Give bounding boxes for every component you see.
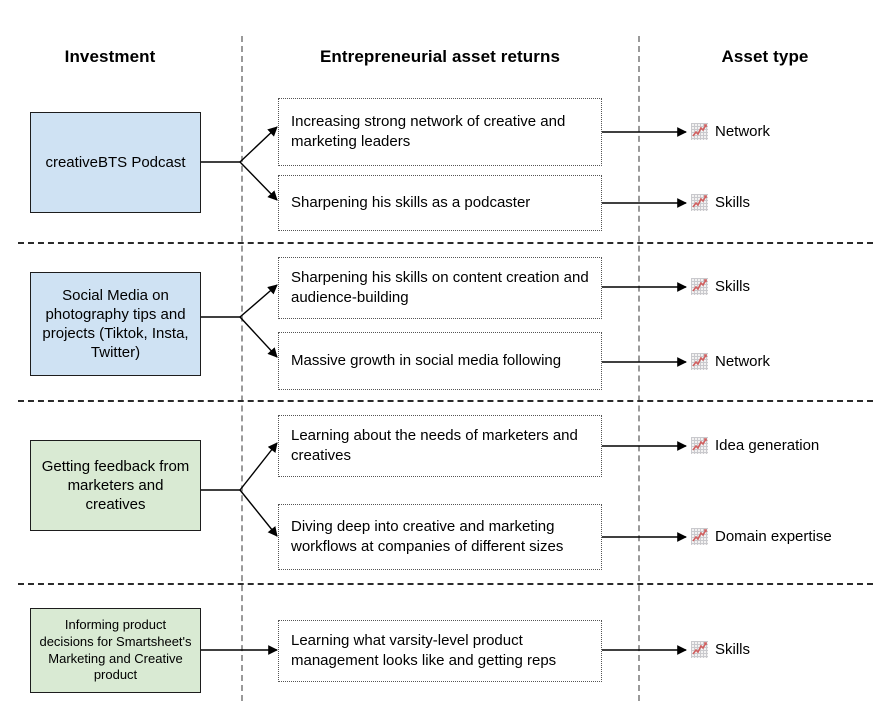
return-box-1-2[interactable]: Sharpening his skills as a podcaster <box>278 175 602 231</box>
asset-type-3-1-label: Idea generation <box>715 437 820 454</box>
asset-type-3-2[interactable]: Domain expertise <box>691 528 832 545</box>
investment-box-1[interactable]: creativeBTS Podcast <box>30 112 201 213</box>
chart-increasing-icon <box>691 528 708 545</box>
investment-box-4-label: Informing product decisions for Smartshe… <box>39 617 192 683</box>
row-separator-3 <box>18 583 873 585</box>
chart-increasing-icon <box>691 123 708 140</box>
asset-type-4-1[interactable]: Skills <box>691 641 750 658</box>
return-box-2-2[interactable]: Massive growth in social media following <box>278 332 602 390</box>
return-box-1-1[interactable]: Increasing strong network of creative an… <box>278 98 602 166</box>
investment-box-4[interactable]: Informing product decisions for Smartshe… <box>30 608 201 693</box>
vertical-divider-right <box>638 36 640 701</box>
column-header-returns: Entrepreneurial asset returns <box>319 47 561 66</box>
return-box-2-1[interactable]: Sharpening his skills on content creatio… <box>278 257 602 319</box>
asset-type-1-1[interactable]: Network <box>691 123 770 140</box>
asset-type-3-2-label: Domain expertise <box>715 528 832 545</box>
chart-increasing-icon <box>691 641 708 658</box>
investment-box-3[interactable]: Getting feedback from marketers and crea… <box>30 440 201 531</box>
vertical-divider-left <box>241 36 243 701</box>
return-box-2-1-label: Sharpening his skills on content creatio… <box>291 268 589 306</box>
return-box-3-1[interactable]: Learning about the needs of marketers an… <box>278 415 602 477</box>
investment-box-2-label: Social Media on photography tips and pro… <box>42 286 189 362</box>
return-box-2-2-label: Massive growth in social media following <box>291 351 562 369</box>
asset-type-3-1[interactable]: Idea generation <box>691 437 819 454</box>
return-box-1-2-label: Sharpening his skills as a podcaster <box>291 193 531 211</box>
return-box-4-1[interactable]: Learning what varsity-level product mana… <box>278 620 602 682</box>
asset-type-4-1-label: Skills <box>715 641 751 658</box>
asset-type-1-2[interactable]: Skills <box>691 194 750 211</box>
chart-increasing-icon <box>691 353 708 370</box>
row-separator-2 <box>18 400 873 402</box>
return-box-4-1-label: Learning what varsity-level product mana… <box>291 631 557 669</box>
asset-type-1-1-label: Network <box>715 123 771 140</box>
asset-type-2-1[interactable]: Skills <box>691 278 750 295</box>
investment-box-1-label: creativeBTS Podcast <box>45 153 186 171</box>
investment-box-3-label: Getting feedback from marketers and crea… <box>41 457 190 514</box>
chart-increasing-icon <box>691 278 708 295</box>
investment-box-2[interactable]: Social Media on photography tips and pro… <box>30 272 201 376</box>
chart-increasing-icon <box>691 437 708 454</box>
asset-type-2-1-label: Skills <box>715 278 751 295</box>
column-header-investment: Investment <box>64 47 156 66</box>
return-box-3-2[interactable]: Diving deep into creative and marketing … <box>278 504 602 570</box>
chart-increasing-icon <box>691 194 708 211</box>
asset-type-2-2[interactable]: Network <box>691 353 770 370</box>
column-header-asset-type: Asset type <box>721 47 809 66</box>
row-separator-1 <box>18 242 873 244</box>
return-box-1-1-label: Increasing strong network of creative an… <box>291 112 566 150</box>
asset-type-2-2-label: Network <box>715 353 771 370</box>
return-box-3-2-label: Diving deep into creative and marketing … <box>291 517 564 555</box>
return-box-3-1-label: Learning about the needs of marketers an… <box>291 426 578 464</box>
asset-type-1-2-label: Skills <box>715 194 751 211</box>
